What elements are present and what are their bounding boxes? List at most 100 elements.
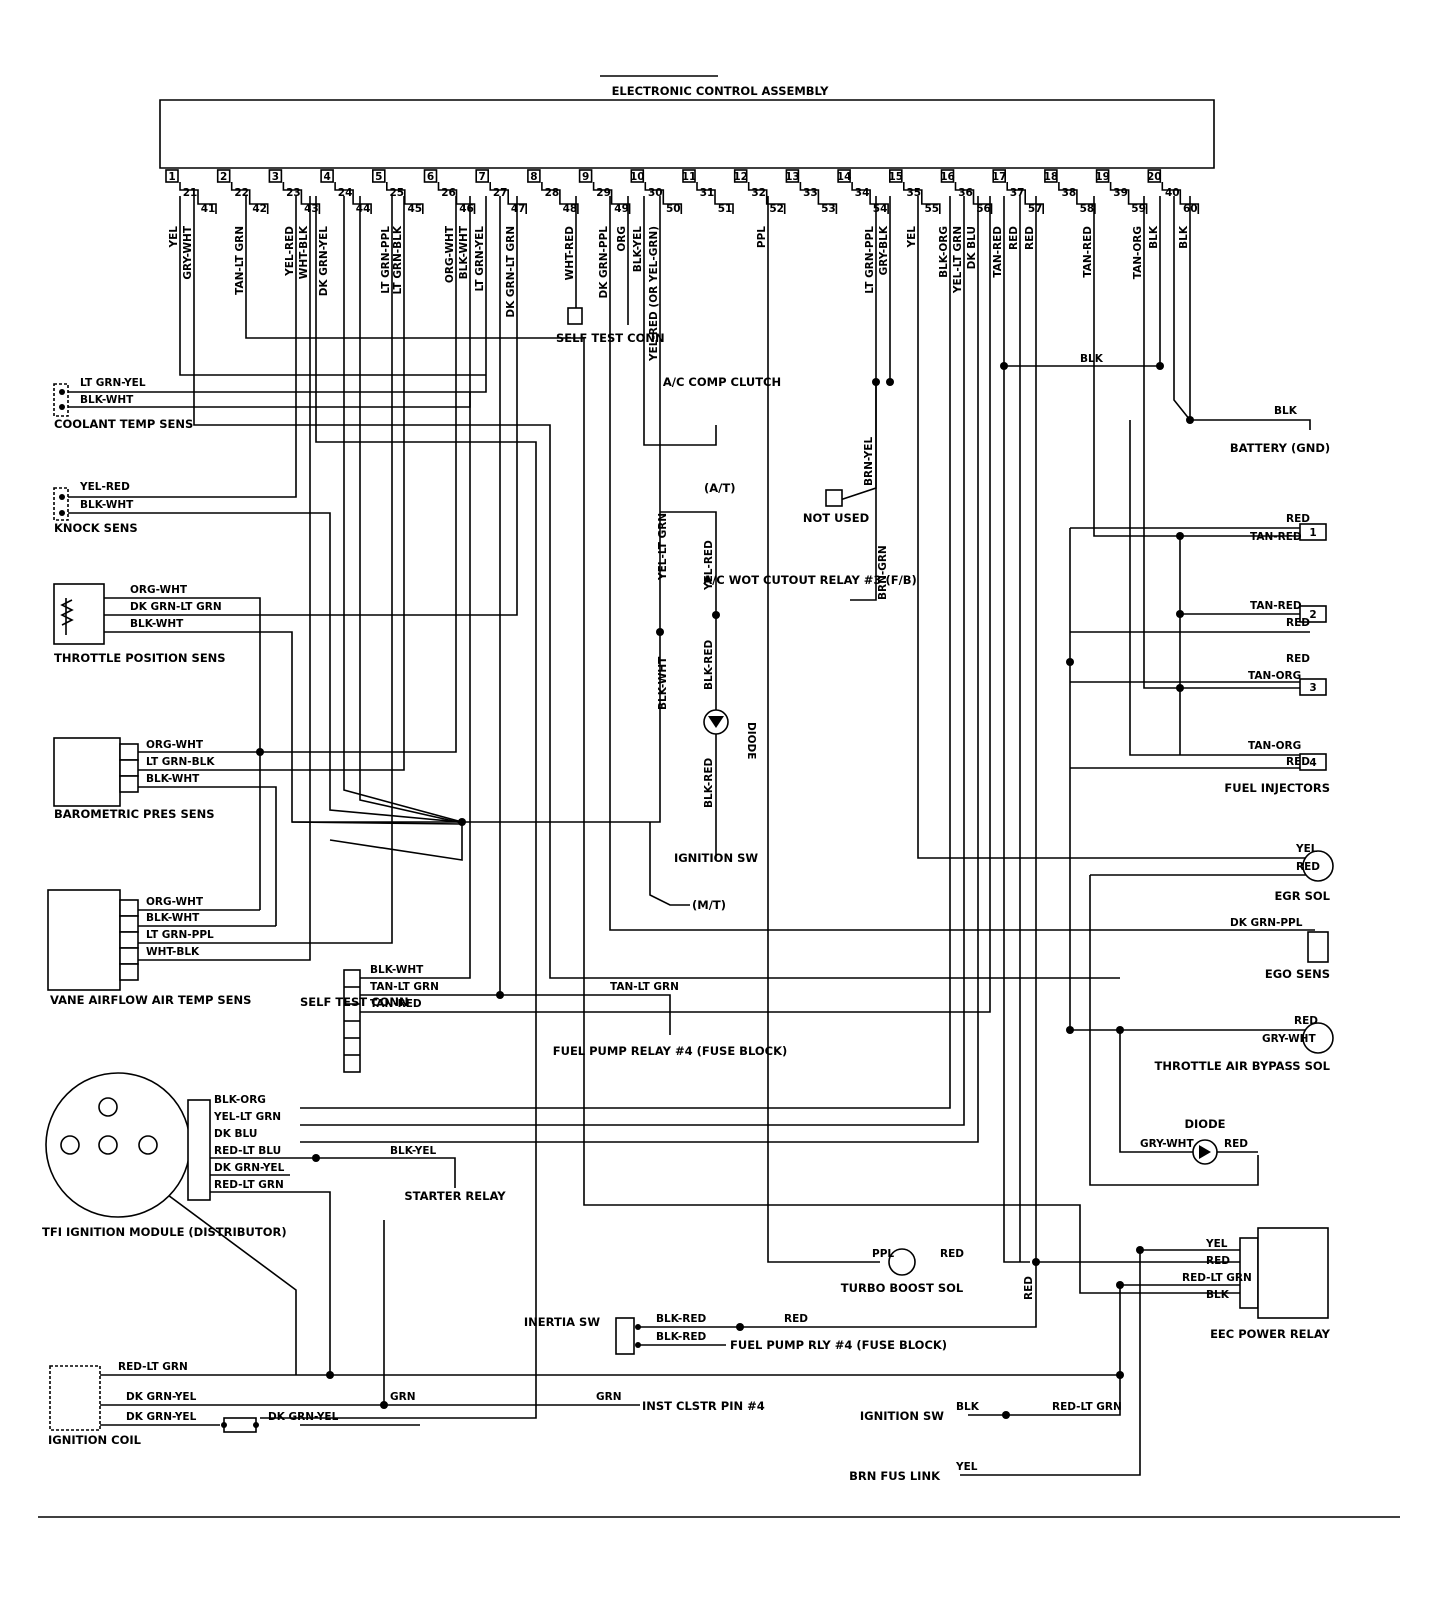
ecu-pin-step <box>644 182 683 214</box>
ecu-pin-box <box>1147 169 1162 183</box>
ecu-pin-box <box>992 169 1007 183</box>
throttle-position-sens-label: THROTTLE POSITION SENS <box>54 651 226 665</box>
svg-text:GRY-WHT: GRY-WHT <box>1262 1033 1316 1045</box>
ecu-pin-step <box>1058 182 1096 214</box>
ecu-pin-label: 4 <box>323 171 330 183</box>
ecu-pin-box <box>1044 169 1058 183</box>
ecu-wire-color-label: WHT-BLK <box>298 225 310 279</box>
ecu-wire-color-label: GRY-BLK <box>878 225 890 275</box>
not-used-label: NOT USED <box>803 511 869 525</box>
svg-text:BRN-GRN: BRN-GRN <box>877 545 889 600</box>
ecu-pin-label: 6 <box>427 171 434 183</box>
ecu-pin-label: 16 <box>940 171 955 183</box>
ecu-pin-box <box>940 169 955 183</box>
ecu-wire-color-label: GRY-WHT <box>182 225 194 279</box>
svg-text:BLK-RED: BLK-RED <box>656 1313 707 1325</box>
svg-text:GRY-WHT: GRY-WHT <box>1140 1138 1194 1150</box>
ecu-title: ELECTRONIC CONTROL ASSEMBLY <box>612 84 829 98</box>
eec-power-relay-label: EEC POWER RELAY <box>1210 1327 1331 1341</box>
ecu-pin-strip: 1214122242323434244452545626467274782848… <box>165 169 1200 215</box>
vane-airflow-sens: VANE AIRFLOW AIR TEMP SENS <box>47 889 251 1007</box>
ecu-pin-label: 2 <box>220 171 227 183</box>
ac-comp-clutch-label: A/C COMP CLUTCH <box>663 375 781 389</box>
svg-text:RED: RED <box>1286 617 1310 629</box>
fuel-pump-relay-label: FUEL PUMP RELAY #4 (FUSE BLOCK) <box>553 1044 788 1058</box>
ecu-wire-color-label: ORG-WHT <box>444 225 456 283</box>
ecu-pin-label: 45 <box>407 203 422 215</box>
ecu-pin-label: 50 <box>666 203 681 215</box>
diode-mid: DIODE IGNITION SW <box>674 709 758 865</box>
knock-sens-label: KNOCK SENS <box>54 521 138 535</box>
ecu-pin-step <box>851 182 889 214</box>
svg-text:YEL-RED: YEL-RED <box>79 481 130 493</box>
svg-text:BLK-WHT: BLK-WHT <box>80 499 134 511</box>
inst-clstr-label: INST CLSTR PIN #4 <box>642 1399 765 1413</box>
throttle-air-bypass-sol: THROTTLE AIR BYPASS SOL <box>1155 1022 1334 1073</box>
svg-text:PPL: PPL <box>872 1248 894 1260</box>
ecu-pin-box <box>630 169 645 183</box>
svg-text:RED-LT GRN: RED-LT GRN <box>1052 1401 1122 1413</box>
ecu-pin-step <box>903 182 941 214</box>
ecu-pin-label: 7 <box>479 171 486 183</box>
svg-text:BLK-ORG: BLK-ORG <box>214 1094 266 1106</box>
starter-relay-label: STARTER RELAY <box>404 1189 506 1203</box>
ecu-wire-color-label: BLK-YEL <box>632 226 644 273</box>
ecu-pin-box <box>320 169 334 183</box>
ecu-pin-label: 10 <box>630 171 645 183</box>
ecu-pin-label: 1 <box>168 171 175 183</box>
svg-text:DK GRN-PPL: DK GRN-PPL <box>1230 917 1303 929</box>
turbo-boost-sol: TURBO BOOST SOL <box>841 1248 964 1295</box>
ecu-pin-step <box>696 182 734 214</box>
ecu-pin-label: 9 <box>582 171 589 183</box>
ecu-pin-label: 35 <box>906 187 921 199</box>
turbo-boost-sol-label: TURBO BOOST SOL <box>841 1281 964 1295</box>
ecu-pin-box <box>888 169 903 183</box>
ecu-pin-step <box>282 182 321 214</box>
ecu-pin-step <box>954 182 993 214</box>
ecu-pin-label: 12 <box>733 171 748 183</box>
egr-sol: EGR SOL <box>1274 850 1334 903</box>
injector-3: 3 <box>1309 682 1316 694</box>
ecu-pin-step <box>541 182 579 214</box>
ecu-wire-color-label: YEL-RED <box>284 226 296 277</box>
svg-text:LT GRN-PPL: LT GRN-PPL <box>146 929 214 941</box>
svg-text:WHT-BLK: WHT-BLK <box>146 946 200 958</box>
ecu-wire-color-label: TAN-ORG <box>1132 226 1144 279</box>
self-test-conn-upper: SELF TEST CONN <box>556 307 665 345</box>
svg-text:TAN-RED: TAN-RED <box>1250 531 1302 543</box>
tfi-ignition-module: TFI IGNITION MODULE (DISTRIBUTOR) <box>42 1072 287 1239</box>
svg-text:GRN: GRN <box>596 1391 622 1403</box>
ecu-pin-label: 33 <box>803 187 818 199</box>
svg-text:YEL: YEL <box>955 1461 978 1473</box>
ecu-wire-color-label: DK GRN-YEL <box>318 226 330 297</box>
diode-right-label: DIODE <box>1184 1117 1225 1131</box>
ecu-pin-box <box>1095 169 1110 183</box>
inertia-sw: INERTIA SW FUEL PUMP RLY #4 (FUSE BLOCK) <box>524 1315 947 1355</box>
svg-text:DK BLU: DK BLU <box>214 1128 257 1140</box>
battery-gnd: BATTERY (GND) <box>1230 441 1330 455</box>
ac-wot-relay-label: A/C WOT CUTOUT RELAY #3 (F/B) <box>703 573 917 587</box>
svg-text:DK GRN-LT GRN: DK GRN-LT GRN <box>130 601 222 613</box>
fuel-pump-rly-fuse-label: FUEL PUMP RLY #4 (FUSE BLOCK) <box>730 1338 947 1352</box>
ecu-wire-color-label: YEL-RED (OR YEL-GRN) <box>648 226 660 362</box>
svg-text:TAN-RED: TAN-RED <box>1250 600 1302 612</box>
svg-text:RED: RED <box>1296 861 1320 873</box>
ecu-pin-box <box>682 169 696 183</box>
svg-text:BLK: BLK <box>956 1401 980 1413</box>
ecu-pin-box <box>733 169 748 183</box>
barometric-pres-sens-label: BAROMETRIC PRES SENS <box>54 807 215 821</box>
left-wiring <box>64 196 1258 1419</box>
svg-text:GRN: GRN <box>390 1391 416 1403</box>
ecu-pin-label: 24 <box>338 187 353 199</box>
svg-text:RED: RED <box>1023 1276 1035 1300</box>
ecu-pin-label: 53 <box>821 203 836 215</box>
ego-sens: EGO SENS <box>1265 931 1330 981</box>
ac-comp-clutch: A/C COMP CLUTCH <box>663 375 781 389</box>
ecu-pin-label: 28 <box>545 187 560 199</box>
ecu-pin-step <box>489 182 527 214</box>
svg-text:RED: RED <box>1206 1255 1230 1267</box>
ecu-pin-label: 22 <box>234 187 249 199</box>
svg-text:YEL-RED: YEL-RED <box>703 540 715 591</box>
ecu-wire-color-label: RED <box>1008 226 1020 250</box>
ecu-pin-label: 38 <box>1062 187 1077 199</box>
